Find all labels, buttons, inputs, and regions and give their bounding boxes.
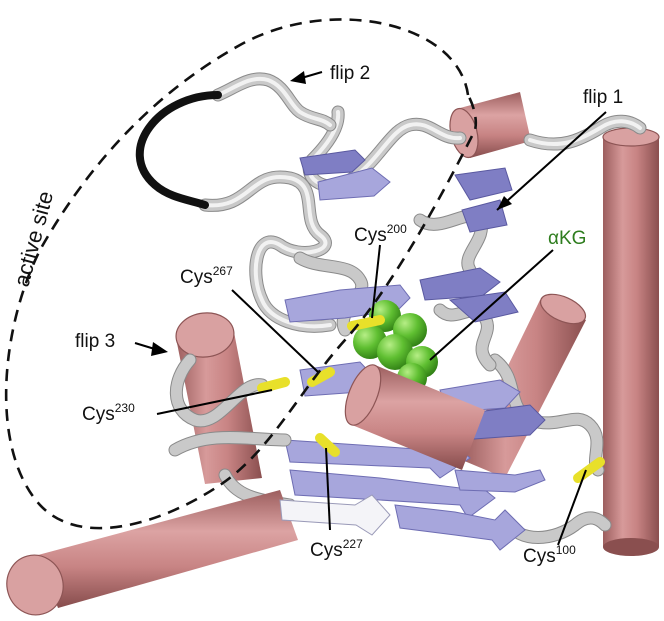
helix-flip3 [175,312,262,484]
helix-center-front [344,364,485,470]
cys227-sidechain [315,433,340,457]
label-flip1: flip 1 [583,87,623,108]
helix-right-vertical [602,127,660,556]
label-flip2: flip 2 [330,63,370,84]
helix-bottom-left [6,490,298,616]
active-site-outline [4,18,478,530]
label-cys267: Cys267 [180,264,233,288]
pointer-lines [134,71,607,546]
label-cys227: Cys227 [310,537,363,561]
label-akg: αKG [548,228,586,249]
cys267-sidechain [307,367,335,387]
label-active-site: active site [9,188,58,289]
akg-ligand [353,300,438,393]
cys100-sidechain [573,457,605,483]
label-flip3: flip 3 [75,331,115,352]
flip2-loop [135,72,337,209]
label-cys200: Cys200 [354,222,407,246]
beta-sheets [284,149,546,551]
label-cys100: Cys100 [523,543,576,567]
cys230-sidechain [257,377,290,393]
beta-strand-white [279,494,391,536]
label-cys230: Cys230 [82,401,135,425]
helix-top-small [449,92,531,159]
